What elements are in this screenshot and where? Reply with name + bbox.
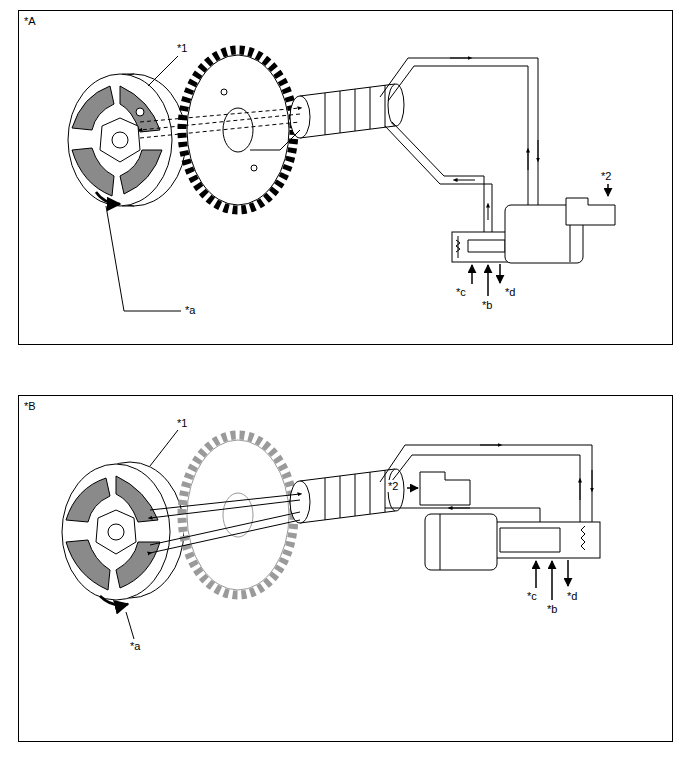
callout-number: *1 (176, 417, 188, 429)
port-label: *b (481, 299, 493, 311)
panel-b-art (62, 430, 600, 639)
panel-label: *B (24, 400, 36, 412)
callout-number: *2 (600, 170, 612, 182)
callout-number: *2 (387, 480, 399, 492)
callout-number: *1 (176, 42, 188, 54)
panel-a-art (68, 50, 615, 311)
port-label: *d (566, 590, 578, 602)
port-label: *c (526, 590, 538, 602)
port-label: *c (455, 286, 467, 298)
panel-label: *A (24, 15, 36, 27)
port-label: *d (504, 286, 516, 298)
port-label: *b (546, 603, 558, 615)
figure-panel: *A (18, 10, 673, 345)
callout-letter: *a (184, 304, 196, 316)
callout-letter: *a (129, 640, 141, 652)
figure-panel: *B (18, 395, 673, 742)
